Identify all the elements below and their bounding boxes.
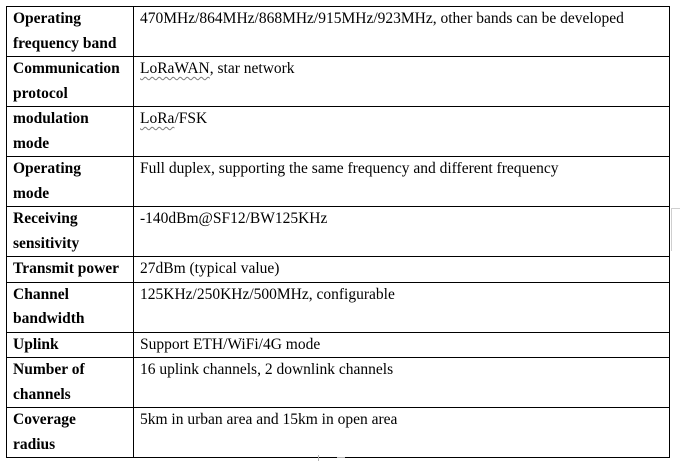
parameter-value: Support ETH/WiFi/4G mode [140, 335, 321, 353]
footer-tick [337, 457, 345, 458]
value-cell: 5km in urban area and 15km in open area [133, 407, 670, 458]
table-row: Number of channels 16 uplink channels, 2… [6, 357, 670, 408]
parameter-cell: Channel bandwidth [6, 281, 134, 333]
specification-table: Operating frequency band 470MHz/864MHz/8… [6, 6, 670, 458]
parameter-label: mode [13, 184, 50, 202]
parameter-label: Coverage [13, 411, 76, 428]
table-row: modulation mode LoRa/FSK [6, 106, 670, 157]
parameter-label: sensitivity [13, 234, 80, 252]
parameter-value: , star network [209, 60, 295, 77]
parameter-value: 470MHz/864MHz/868MHz/915MHz/923MHz, othe… [140, 10, 624, 27]
value-cell: -140dBm@SF12/BW125KHz [133, 206, 670, 257]
parameter-cell: Receiving sensitivity [6, 206, 134, 257]
parameter-label: Transmit power [13, 260, 120, 277]
parameter-cell: Uplink [6, 331, 134, 358]
parameter-label: Uplink [13, 335, 59, 353]
parameter-value: -140dBm@SF12/BW125KHz [140, 210, 328, 227]
table-row: Channel bandwidth 125KHz/250KHz/500MHz, … [6, 281, 670, 333]
parameter-cell: Number of channels [6, 357, 134, 408]
parameter-cell: modulation mode [6, 106, 134, 157]
parameter-cell: Coverage radius [6, 407, 134, 458]
parameter-label: protocol [13, 84, 68, 102]
parameter-label: Channel [13, 285, 69, 303]
parameter-label: frequency band [13, 34, 117, 52]
table-row: Operating frequency band 470MHz/864MHz/8… [6, 6, 670, 57]
parameter-cell: Operating frequency band [6, 6, 134, 57]
parameter-value: 125KHz/250KHz/500MHz, configurable [140, 285, 395, 303]
parameter-label: Operating [13, 160, 82, 177]
value-cell: 470MHz/864MHz/868MHz/915MHz/923MHz, othe… [133, 6, 670, 57]
parameter-label: bandwidth [13, 310, 85, 327]
value-cell: Full duplex, supporting the same frequen… [133, 156, 670, 207]
parameter-value-term: LoRa [140, 110, 175, 127]
parameter-cell: Transmit power [6, 256, 134, 283]
parameter-label: modulation [13, 110, 89, 127]
parameter-label: Receiving [13, 210, 78, 227]
value-cell: 125KHz/250KHz/500MHz, configurable [133, 281, 670, 333]
parameter-label: Number of [13, 361, 85, 378]
parameter-value-term: LoRaWAN [140, 60, 210, 77]
parameter-value: Full duplex, supporting the same frequen… [140, 160, 559, 177]
parameter-cell: Operating mode [6, 156, 134, 207]
table-row: Operating mode Full duplex, supporting t… [6, 156, 670, 207]
table-row: Uplink Support ETH/WiFi/4G mode [6, 331, 670, 358]
parameter-label: mode [13, 134, 50, 152]
table-row: Receiving sensitivity -140dBm@SF12/BW125… [6, 206, 670, 257]
page-edge-marker [671, 208, 680, 251]
value-cell: 27dBm (typical value) [133, 256, 670, 283]
parameter-cell: Communication protocol [6, 56, 134, 107]
parameter-label: Communication [13, 60, 120, 77]
value-cell: Support ETH/WiFi/4G mode [133, 331, 670, 358]
parameter-value: 27dBm (typical value) [140, 260, 280, 277]
table-row: Transmit power 27dBm (typical value) [6, 256, 670, 283]
value-cell: LoRaWAN, star network [133, 56, 670, 107]
parameter-value: 16 uplink channels, 2 downlink channels [140, 361, 394, 378]
table-row: Coverage radius 5km in urban area and 15… [6, 407, 670, 458]
value-cell: 16 uplink channels, 2 downlink channels [133, 357, 670, 408]
parameter-value: 5km in urban area and 15km in open area [140, 411, 398, 428]
table-row: Communication protocol LoRaWAN, star net… [6, 56, 670, 107]
parameter-label: channels [13, 385, 71, 403]
parameter-label: radius [13, 435, 56, 453]
parameter-label: Operating [13, 10, 82, 27]
parameter-value: /FSK [174, 110, 208, 127]
page-footer-marker [318, 455, 359, 461]
value-cell: LoRa/FSK [133, 106, 670, 157]
